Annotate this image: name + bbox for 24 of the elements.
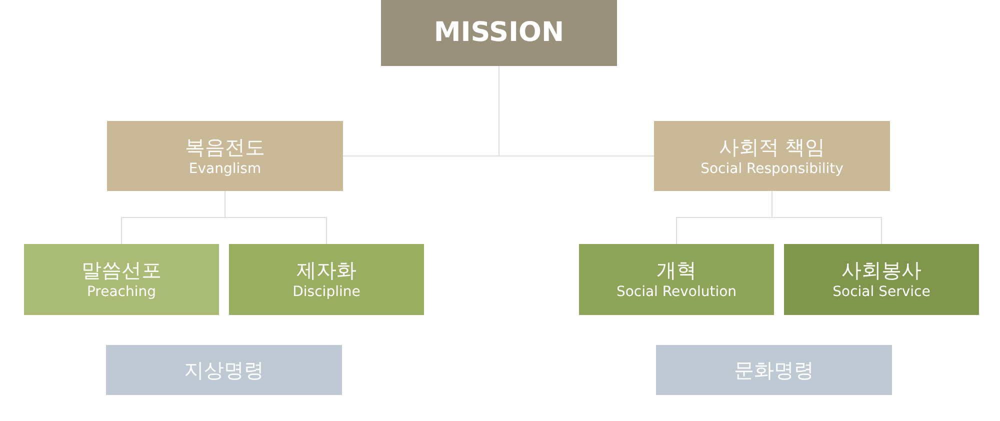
subcategory-box xyxy=(784,244,979,315)
tag-box xyxy=(656,345,892,395)
node-title: 사회봉사 xyxy=(842,257,922,284)
node-title: 사회적 책임 xyxy=(718,134,826,160)
node-subtitle: Preaching xyxy=(86,283,156,302)
subcategory-box xyxy=(229,244,424,315)
node-subtitle: Social Service xyxy=(832,283,930,302)
node-title: 지상명령 xyxy=(184,357,264,383)
node-subtitle: Discipline xyxy=(292,283,360,302)
node-title: MISSION xyxy=(434,16,564,50)
mission-box xyxy=(381,0,617,66)
category-box xyxy=(654,121,890,191)
node-title: 개혁 xyxy=(656,257,696,284)
node-title: 제자화 xyxy=(296,257,356,284)
subcategory-box xyxy=(24,244,219,315)
node-subtitle: Social Revolution xyxy=(616,283,737,302)
node-title: 말씀선포 xyxy=(82,257,162,284)
node-title: 복음전도 xyxy=(185,134,265,160)
node-subtitle: Social Responsibility xyxy=(700,160,844,178)
tag-box xyxy=(106,345,342,395)
node-title: 문화명령 xyxy=(734,357,814,383)
category-box xyxy=(107,121,343,191)
subcategory-box xyxy=(579,244,774,315)
node-subtitle: Evanglism xyxy=(188,160,262,178)
